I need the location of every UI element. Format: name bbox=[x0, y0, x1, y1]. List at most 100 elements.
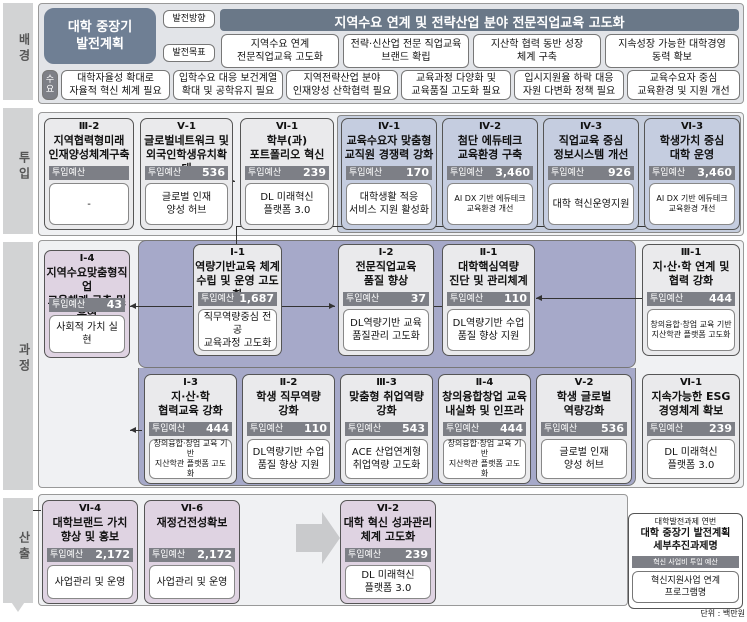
task-title: 학생 글로벌 역량강화 bbox=[556, 390, 612, 417]
budget-label: 투입예산 bbox=[348, 424, 382, 434]
budget-value: 37 bbox=[410, 292, 426, 305]
budget-label: 투입예산 bbox=[52, 168, 86, 178]
budget-label: 투입예산 bbox=[446, 424, 480, 434]
task-title: 학생 직무역량 강화 bbox=[256, 390, 321, 417]
demand-1: 대학자율성 확대로 자율적 혁신 체계 필요 bbox=[61, 70, 170, 100]
budget-value: 239 bbox=[405, 548, 428, 561]
program-name: 직무역량중심 전공 교육과정 고도화 bbox=[198, 309, 277, 351]
task-title: 직업교육 중심 정보시스템 개선 bbox=[553, 134, 629, 161]
budget-label: 투입예산 bbox=[52, 300, 86, 310]
task-title: 대학 혁신 성과관리 체계 고도화 bbox=[343, 516, 433, 543]
budget-value: 444 bbox=[206, 422, 229, 435]
budget-label: 투입예산 bbox=[152, 424, 186, 434]
budget-label: 투입예산 bbox=[250, 424, 284, 434]
goal-4: 지속성장 가능한 대학경영 동력 확보 bbox=[605, 34, 739, 68]
budget-bar: 투입예산 239 bbox=[245, 166, 329, 180]
task-code: Ⅵ-3 bbox=[680, 121, 704, 132]
budget-label: 투입예산 bbox=[50, 550, 84, 560]
output-arrow bbox=[296, 512, 340, 564]
budget-label: 투입예산 bbox=[650, 294, 684, 304]
legend-code: 대학발전과제 연번 bbox=[654, 517, 717, 526]
program-name: ACE 산업연계형 취업역량 고도화 bbox=[345, 439, 428, 479]
program-name: 대학생활 적응 서비스 지원 활성화 bbox=[346, 183, 432, 225]
direction-label: 발전방향 bbox=[163, 10, 215, 28]
task-title: 대학핵심역량 진단 및 관리체계 bbox=[449, 260, 528, 287]
budget-value: 536 bbox=[202, 166, 225, 179]
budget-label: 투입예산 bbox=[148, 168, 182, 178]
task-title: 지·산·학 협력교육 강화 bbox=[158, 390, 223, 417]
legend-title: 대학 중장기 발전계획 세부추진과제명 bbox=[640, 528, 731, 552]
budget-value: 239 bbox=[709, 422, 732, 435]
budget-label: 투입예산 bbox=[346, 294, 380, 304]
task-code: Ⅰ-3 bbox=[183, 377, 198, 388]
task-title: 교육수요자 맞춤형 교직원 경쟁력 강화 bbox=[344, 134, 434, 161]
task-title: 학부(과) 포트폴리오 혁신 bbox=[249, 134, 325, 161]
program-name: 창의융합·창업 교육 기반 지산학관 플랫폼 고도화 bbox=[443, 439, 526, 479]
task-title: 지·산·학 연계 및 협력 강화 bbox=[652, 260, 730, 287]
budget-value: 3,460 bbox=[697, 166, 732, 179]
program-name: 글로벌 인재 양성 허브 bbox=[145, 183, 228, 225]
budget-label: 투입예산 bbox=[450, 294, 484, 304]
task-code: Ⅵ-4 bbox=[78, 503, 102, 514]
budget-bar: 투입예산 444 bbox=[443, 422, 526, 436]
task-title: 맞춤형 취업역량 강화 bbox=[349, 390, 424, 417]
task-code: Ⅱ-1 bbox=[479, 247, 498, 258]
budget-bar: 투입예산 43 bbox=[49, 298, 125, 312]
budget-value: 444 bbox=[709, 292, 732, 305]
task-code: Ⅳ-3 bbox=[579, 121, 603, 132]
program-name: DL역량기반 수업 품질 향상 지원 bbox=[247, 439, 330, 479]
stage-process: 과정 bbox=[17, 343, 31, 375]
budget-label: 투입예산 bbox=[544, 424, 578, 434]
program-name: DL역량기반 수업 품질 향상 지원 bbox=[447, 309, 530, 351]
program-name: AI DX 기반 에듀테크 교육환경 개선 bbox=[447, 183, 533, 225]
demand-2: 입학수요 대응 보건계열 확대 및 공학유지 필요 bbox=[173, 70, 283, 100]
direction-bar bbox=[220, 9, 739, 31]
task-code: Ⅵ-6 bbox=[180, 503, 204, 514]
budget-bar: 투입예산 444 bbox=[149, 422, 232, 436]
task-code: Ⅳ-1 bbox=[377, 121, 401, 132]
budget-bar: 투입예산 170 bbox=[346, 166, 432, 180]
program-name: DL 미래혁신 플랫폼 3.0 bbox=[647, 439, 735, 479]
task-title: 학생가치 중심 대학 운영 bbox=[659, 134, 725, 161]
budget-bar: 투입예산 536 bbox=[145, 166, 228, 180]
program-name: - bbox=[49, 183, 129, 225]
task-title: 지역협력형미래 인재양성체계구축 bbox=[48, 134, 130, 161]
budget-label: 투입예산 bbox=[349, 168, 383, 178]
budget-bar: 투입예산 2,172 bbox=[47, 548, 133, 562]
demand-label: 수 요 bbox=[42, 70, 58, 100]
budget-value: 3,460 bbox=[495, 166, 530, 179]
program-name: 사업관리 및 운영 bbox=[47, 565, 133, 599]
budget-value: 444 bbox=[500, 422, 523, 435]
task-code: Ⅲ-3 bbox=[376, 377, 397, 388]
budget-label: 투입예산 bbox=[248, 168, 282, 178]
program-name: 글로벌 인재 양성 허브 bbox=[541, 439, 627, 479]
demand-3: 지역전략산업 분야 인재양성 산학협력 필요 bbox=[286, 70, 398, 100]
budget-value: 170 bbox=[406, 166, 429, 179]
budget-value: 43 bbox=[106, 298, 122, 311]
budget-value: 239 bbox=[303, 166, 326, 179]
task-code: Ⅴ-1 bbox=[177, 121, 196, 132]
task-title: 지속가능한 ESG 경영체계 확보 bbox=[651, 390, 731, 417]
budget-value: 2,172 bbox=[95, 548, 130, 561]
budget-value: 110 bbox=[504, 292, 527, 305]
goal-1: 지역수요 연계 전문직업교육 고도화 bbox=[221, 34, 339, 68]
